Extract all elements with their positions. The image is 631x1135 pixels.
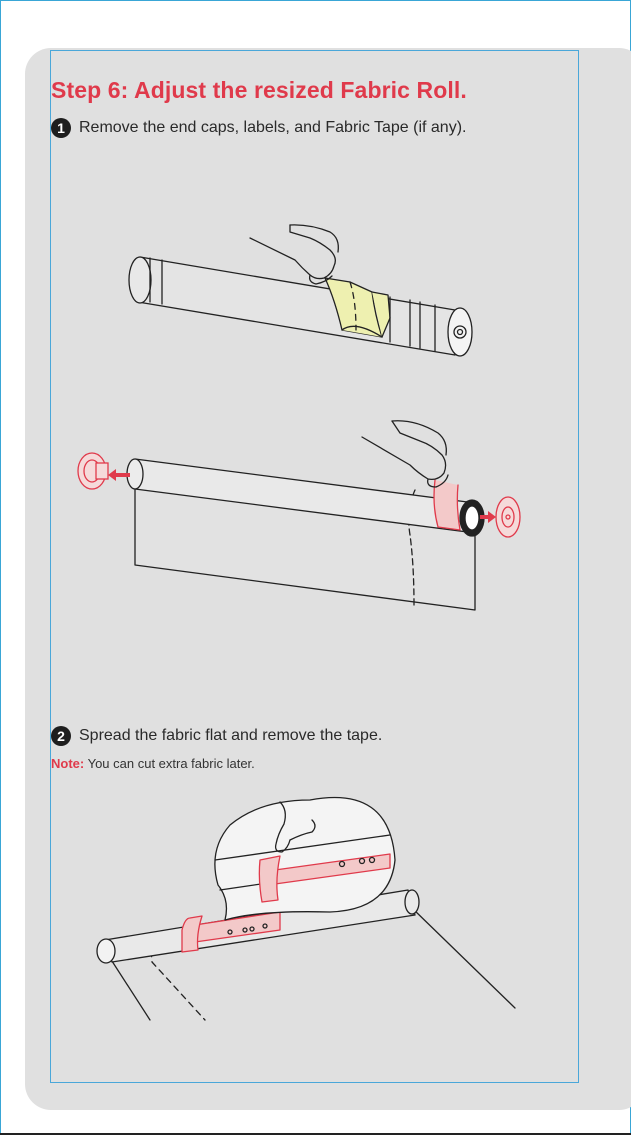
step-1-number: 1 bbox=[51, 118, 71, 138]
illustration-remove-caps bbox=[70, 415, 530, 615]
end-cap-icon bbox=[78, 453, 108, 489]
note-label: Note: bbox=[51, 756, 84, 771]
frame-top bbox=[0, 0, 631, 1]
hand-icon bbox=[250, 225, 338, 284]
step-1: 1 Remove the end caps, labels, and Fabri… bbox=[51, 118, 466, 138]
step-2-text: Spread the fabric flat and remove the ta… bbox=[79, 727, 382, 745]
page-title: Step 6: Adjust the resized Fabric Roll. bbox=[51, 77, 467, 104]
end-cap-icon bbox=[496, 497, 520, 537]
fabric-tape bbox=[434, 480, 460, 530]
note: Note: You can cut extra fabric later. bbox=[51, 756, 255, 771]
step-2: 2 Spread the fabric flat and remove the … bbox=[51, 726, 382, 746]
frame-left bbox=[0, 0, 1, 1135]
step-2-number: 2 bbox=[51, 726, 71, 746]
note-text: You can cut extra fabric later. bbox=[84, 756, 255, 771]
step-1-text: Remove the end caps, labels, and Fabric … bbox=[79, 119, 466, 137]
illustration-remove-tape bbox=[90, 790, 520, 1020]
hand-icon bbox=[362, 421, 448, 487]
illustration-remove-label bbox=[120, 220, 490, 370]
